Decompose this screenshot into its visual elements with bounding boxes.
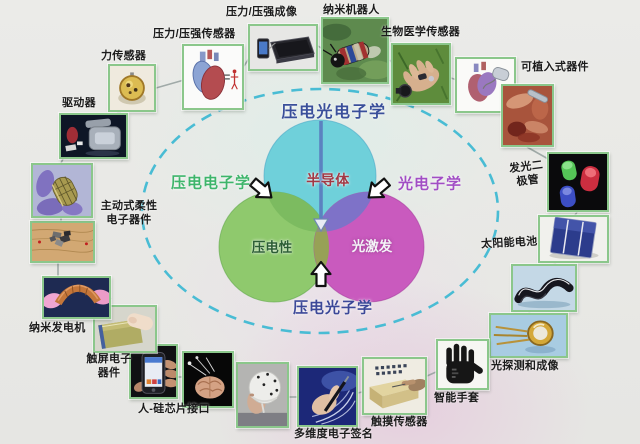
label-nanorobot: 纳米机器人	[323, 4, 380, 16]
pen-signature-illustration	[299, 368, 356, 425]
force-sensor-illustration	[110, 66, 154, 110]
venn-circles	[218, 119, 425, 303]
label-semiconductor: 半导体	[306, 172, 350, 188]
heart-illustration	[184, 46, 242, 108]
flexible-rolled-image	[31, 163, 93, 218]
led-illustration	[549, 154, 607, 210]
chip-interface-eeg-image	[236, 362, 289, 428]
label-touch-sensor: 触摸传感器	[371, 416, 428, 428]
label-photoexcitation: 光激发	[351, 239, 393, 254]
eeg-cap-illustration	[238, 364, 287, 426]
label-piezo-phototronics: 压电光电子学	[281, 104, 387, 121]
block-arrow-left	[249, 177, 273, 199]
down-arrow	[312, 121, 330, 233]
label-flexible-electronics: 主动式柔性 电子器件	[100, 200, 158, 227]
label-pressure-sensor: 压力/压强传感器	[153, 28, 236, 40]
nanorobot-illustration	[323, 19, 387, 82]
force-sensor-image	[108, 64, 156, 112]
touchscreen-phone-image	[129, 344, 178, 399]
flexible-wood-image	[30, 221, 95, 263]
label-actuator: 驱动器	[62, 97, 96, 109]
smartphone-illustration	[131, 346, 176, 397]
label-nanogenerator: 纳米发电机	[29, 322, 86, 334]
block-arrows	[249, 177, 391, 288]
rolled-device-illustration	[33, 165, 91, 216]
flexible-solar-image	[511, 264, 577, 312]
label-smart-glove: 智能手套	[434, 392, 480, 404]
label-chip-interface: 人-硅芯片接口	[138, 403, 210, 415]
solar-cell-illustration	[540, 217, 607, 261]
solar-cell-image	[538, 215, 609, 263]
touch-sensor-image	[362, 357, 427, 415]
esignature-image	[297, 366, 358, 427]
label-optoelectronics: 光电子学	[397, 175, 463, 193]
hand-on-grass-illustration	[393, 45, 449, 103]
wood-chip-illustration	[32, 223, 93, 261]
chip-interface-brain-image	[182, 351, 234, 408]
implantable-surgery-image	[501, 84, 554, 147]
label-biomedical-sensor: 生物医学传感器	[381, 26, 461, 38]
label-solar-cell: 太阳能电池	[480, 235, 538, 251]
photodetector-illustration	[491, 315, 566, 356]
label-piezoelectricity: 压电性	[251, 240, 293, 255]
pressure-imaging-image	[248, 24, 318, 71]
brain-illustration	[184, 353, 232, 406]
actuator-illustration	[61, 115, 126, 157]
label-touchscreen: 触屏电子 器件	[86, 353, 132, 380]
actuator-image	[59, 113, 128, 159]
pacemaker-illustration	[457, 59, 514, 111]
led-image	[547, 152, 609, 212]
surgery-illustration	[503, 86, 552, 145]
label-piezotronics: 压电电子学	[170, 174, 252, 192]
smart-glove-image	[436, 339, 489, 390]
bent-film-illustration	[44, 278, 109, 317]
glove-illustration	[438, 341, 487, 388]
tablet-illustration	[250, 26, 316, 69]
label-implantable: 可植入式器件	[521, 61, 589, 73]
nanorobot-image	[321, 17, 389, 84]
label-force-sensor: 力传感器	[101, 50, 147, 62]
label-photodetection: 光探测和成像	[491, 360, 559, 372]
label-pressure-imaging: 压力/压强成像	[226, 6, 298, 18]
label-piezo-photonics: 压电光子学	[292, 299, 374, 317]
block-arrow-bottom	[310, 260, 332, 288]
label-esignature: 多维度电子签名	[294, 428, 374, 440]
pressure-sensor-image	[182, 44, 244, 110]
biomedical-sensor-image	[391, 43, 451, 105]
block-arrow-right	[367, 177, 391, 199]
dashed-ellipse	[140, 87, 500, 335]
nanogenerator-image	[42, 276, 111, 319]
photodetection-image	[489, 313, 568, 358]
flexible-film-illustration	[513, 266, 575, 310]
touch-device-illustration	[364, 359, 425, 413]
